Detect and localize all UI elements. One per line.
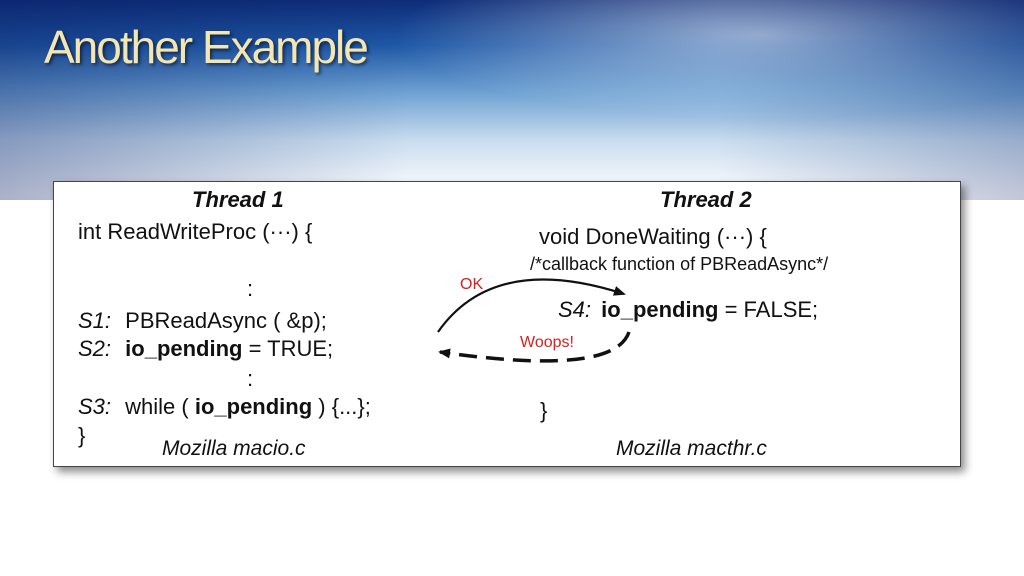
ok-label: OK xyxy=(460,276,484,293)
arrow-layer xyxy=(437,278,631,363)
thread1-caption: Mozilla macio.c xyxy=(162,437,306,460)
s3-post: ) {...}; xyxy=(312,394,371,419)
s2-label: S2: xyxy=(78,336,112,361)
s1-line: S1: PBReadAsync ( &p); xyxy=(78,308,327,334)
code-figure: Thread 1 int ReadWriteProc (···) { : S1:… xyxy=(53,181,961,467)
s2-variable: io_pending xyxy=(125,336,243,361)
s4-assignment: = FALSE; xyxy=(718,297,819,322)
slide-title: Another Example xyxy=(44,21,369,73)
woops-arrow xyxy=(438,331,631,363)
thread2-signature: void DoneWaiting (···) { xyxy=(539,224,767,249)
s3-line: S3: while ( io_pending ) {...}; xyxy=(78,394,371,420)
s2-line: S2: io_pending = TRUE; xyxy=(78,336,333,362)
ok-arrow xyxy=(437,278,626,333)
thread2-comment: /*callback function of PBReadAsync*/ xyxy=(530,254,829,274)
thread2-close-brace: } xyxy=(540,398,548,423)
thread1-heading: Thread 1 xyxy=(192,187,284,212)
thread1-ellipsis-top: : xyxy=(247,276,254,301)
thread2-caption: Mozilla macthr.c xyxy=(616,437,767,460)
s1-label: S1: xyxy=(78,308,112,333)
thread1-signature: int ReadWriteProc (···) { xyxy=(78,219,313,244)
s4-line: S4: io_pending = FALSE; xyxy=(558,297,818,323)
s4-variable: io_pending xyxy=(601,297,719,322)
s1-code: PBReadAsync ( &p); xyxy=(125,308,327,333)
s4-label: S4: xyxy=(558,297,592,322)
thread1-ellipsis-bottom: : xyxy=(247,366,254,391)
s3-variable: io_pending xyxy=(194,394,313,419)
s3-pre: while ( xyxy=(125,394,195,419)
s2-assignment: = TRUE; xyxy=(242,336,334,361)
s3-label: S3: xyxy=(78,394,112,419)
thread1-close-brace: } xyxy=(78,423,86,448)
thread2-heading: Thread 2 xyxy=(660,187,752,212)
header-band xyxy=(0,0,1024,200)
woops-label: Woops! xyxy=(520,334,574,351)
